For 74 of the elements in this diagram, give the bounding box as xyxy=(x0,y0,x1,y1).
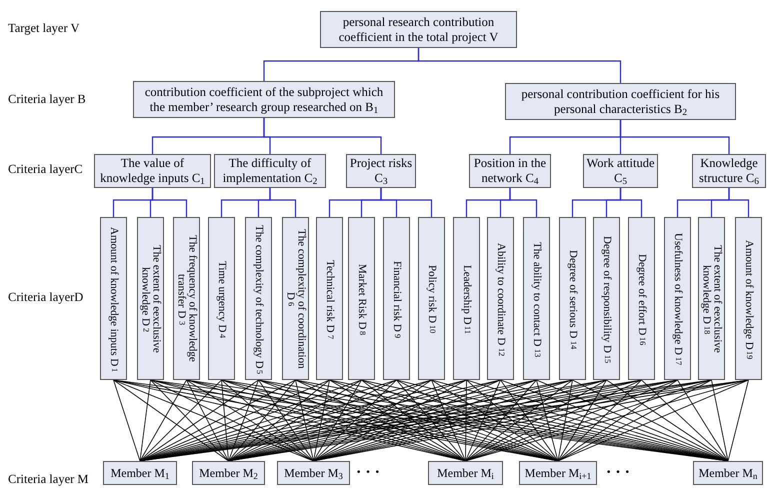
connector-line xyxy=(295,380,314,462)
connector-line xyxy=(558,380,749,462)
ellipsis: · · · xyxy=(606,465,630,480)
connector-line xyxy=(620,120,730,154)
criteria-box: personal contribution coefficient for his personal characteristics B$_{2}$ xyxy=(505,83,736,120)
connector-line xyxy=(620,188,642,217)
member-box: Member M$_{3}$ xyxy=(277,461,350,485)
connector-line xyxy=(465,380,501,462)
connector-line xyxy=(313,380,330,462)
connector-line xyxy=(536,380,558,462)
connector-line xyxy=(186,380,314,462)
layer-label: Criteria layerD xyxy=(8,290,84,305)
connector-line xyxy=(500,380,558,462)
connector-line xyxy=(558,380,712,462)
connector-line xyxy=(263,118,382,154)
member-box: Member M$_{n}$ xyxy=(693,461,763,485)
connector-line xyxy=(140,380,151,462)
connector-line xyxy=(186,380,229,462)
connector-line xyxy=(313,380,432,462)
connector-line xyxy=(313,380,397,462)
connector-line xyxy=(228,380,296,462)
connector-line xyxy=(228,380,259,462)
member-box: Member M$_{i}$ xyxy=(428,461,503,485)
connector-line xyxy=(677,380,728,462)
connector-line xyxy=(728,188,750,217)
connector-line xyxy=(641,380,728,462)
connector-line xyxy=(269,188,296,217)
connector-line xyxy=(228,380,330,462)
criteria-box: The value of knowledge inputs C$_{1}$ xyxy=(94,154,211,188)
connector-line xyxy=(221,380,314,462)
connector-line xyxy=(221,380,229,462)
connector-line xyxy=(258,380,314,462)
layer-label: Criteria layer M xyxy=(8,472,89,487)
connector-line xyxy=(313,380,362,462)
connector-line xyxy=(431,380,558,462)
connector-line xyxy=(728,380,749,462)
connector-line xyxy=(140,380,259,462)
connector-line xyxy=(140,380,222,462)
criteria-box: Knowledge structure C$_{6}$ xyxy=(692,154,766,188)
connector-line xyxy=(228,380,362,462)
ellipsis: · · · xyxy=(356,465,380,480)
connector-line xyxy=(465,380,607,462)
layer-label: Criteria layerC xyxy=(8,162,83,177)
criteria-box: Work attitude C$_{5}$ xyxy=(583,154,658,188)
criteria-box: Position in the network C$_{4}$ xyxy=(469,154,551,188)
connector-line xyxy=(509,188,538,217)
connector-line xyxy=(113,380,314,462)
member-box: Member M$_{i+1}$ xyxy=(519,461,597,485)
criteria-box: personal research contribution coefficient in the total project V xyxy=(320,11,517,48)
connector-line xyxy=(113,380,229,462)
layer-label: Target layer V xyxy=(8,21,80,36)
connector-line xyxy=(361,380,466,462)
connector-line xyxy=(558,380,573,462)
connector-line xyxy=(465,380,467,462)
connector-line xyxy=(465,380,537,462)
criteria-box: contribution coefficient of the subproject which the member’ research group researched on B$_{1}$ xyxy=(133,81,395,118)
connector-line xyxy=(558,380,642,462)
connector-line xyxy=(380,188,432,217)
connector-line xyxy=(150,380,229,462)
layer-label: Criteria layer B xyxy=(8,92,86,107)
criteria-box: The difficulty of implementation C$_{2}$ xyxy=(214,154,326,188)
connector-line xyxy=(140,380,187,462)
connector-line xyxy=(113,380,140,462)
criteria-box: Project risks C$_{3}$ xyxy=(346,154,416,188)
connector-line xyxy=(606,380,728,462)
connector-line xyxy=(558,380,678,462)
connector-line xyxy=(711,380,728,462)
member-box: Member M$_{2}$ xyxy=(192,461,265,485)
connector-line xyxy=(152,188,188,217)
connector-line xyxy=(396,380,466,462)
connector-line xyxy=(431,380,466,462)
connector-line xyxy=(418,48,622,83)
connector-line xyxy=(558,380,607,462)
member-box: Member M$_{1}$ xyxy=(103,461,177,485)
